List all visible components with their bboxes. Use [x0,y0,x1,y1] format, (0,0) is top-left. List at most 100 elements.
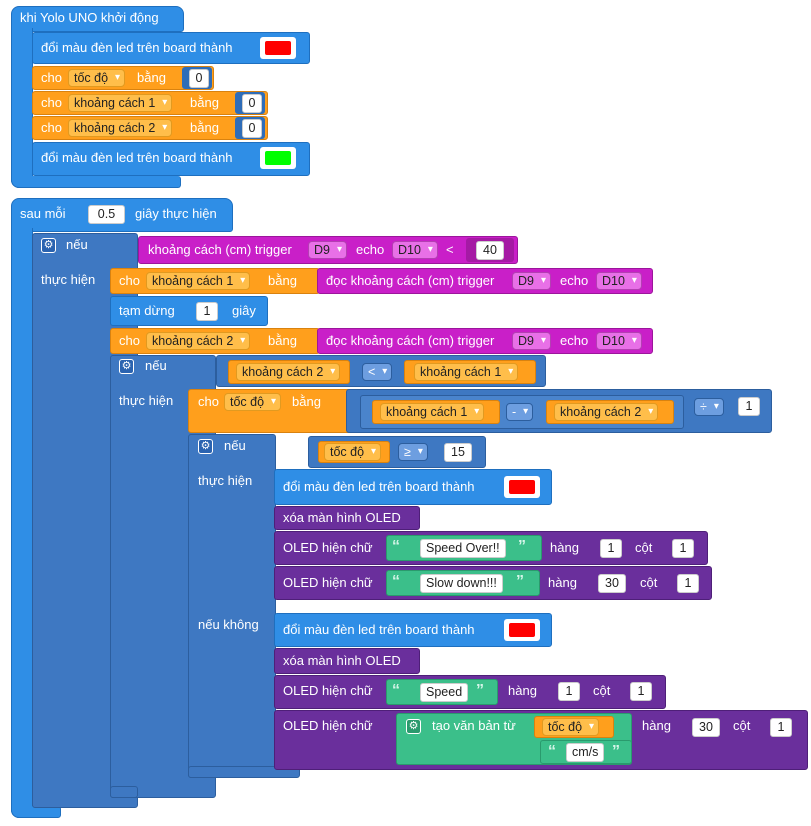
set-led-label: đổi màu đèn led trên board thành [41,40,233,55]
red-color-fill [265,41,291,55]
start-hat-block[interactable] [11,6,184,32]
var-speed-dropdown[interactable]: tốc độ [224,393,282,411]
oled-show-label: OLED hiện chữ [283,683,373,698]
gear-icon[interactable]: ⚙ [119,359,134,374]
divide-value[interactable]: 1 [738,397,760,416]
text-value[interactable]: Speed [420,683,469,702]
gear-icon[interactable]: ⚙ [406,719,421,734]
led-color-swatch-red[interactable] [504,476,540,498]
text-value[interactable]: Slow down!!! [420,574,503,593]
trigger-pin-dropdown[interactable]: D9 [308,241,347,259]
loop-interval-value[interactable]: 0.5 [88,205,125,224]
row-value[interactable]: 1 [600,539,622,558]
col-value[interactable]: 1 [770,718,792,737]
wait-label: tạm dừng [119,303,175,318]
row-label: hàng [550,540,579,555]
row-value[interactable]: 1 [558,682,580,701]
lt-operator-dropdown[interactable]: < [362,363,393,381]
eq-label: bằng [292,394,321,409]
clear-oled-block[interactable] [274,648,420,674]
var-speed-dropdown[interactable]: tốc độ [68,69,126,87]
if-label: nếu [145,358,167,373]
trigger-pin-dropdown[interactable]: D9 [512,332,551,350]
unit-text-value[interactable]: cm/s [566,743,605,762]
row-value[interactable]: 30 [598,574,626,593]
set-label: cho [198,394,219,409]
loop-prefix-label: sau mỗi [20,206,66,221]
clear-oled-label: xóa màn hình OLED [283,510,401,525]
led-color-swatch-red[interactable] [504,619,540,641]
var-distance2-dropdown[interactable]: khoảng cách 2 [554,403,659,421]
start-body-spine [11,28,33,188]
row-value[interactable]: 30 [692,718,720,737]
do-label: thực hiện [41,272,96,287]
eq-label: bằng [190,120,219,135]
sensor-label: khoảng cách (cm) trigger [148,242,292,257]
text-value[interactable]: Speed Over!! [420,539,506,558]
quote-close-icon: ” [518,538,526,555]
var-distance1-dropdown[interactable]: khoảng cách 1 [414,363,519,381]
led-color-swatch-green[interactable] [260,147,296,169]
echo-pin-dropdown[interactable]: D10 [392,241,438,259]
var-speed-dropdown[interactable]: tốc độ [324,443,382,461]
do-label: thực hiện [198,473,253,488]
gear-icon[interactable]: ⚙ [41,238,56,253]
set-label: cho [41,70,62,85]
row-label: hàng [508,683,537,698]
col-value[interactable]: 1 [630,682,652,701]
distance2-init-value[interactable]: 0 [242,119,262,138]
var-distance1-dropdown[interactable]: khoảng cách 1 [146,272,251,290]
row-label: hàng [548,575,577,590]
wait-unit-label: giây [232,303,256,318]
wait-block[interactable] [110,296,268,326]
var-distance2-dropdown[interactable]: khoảng cách 2 [146,332,251,350]
gear-icon[interactable]: ⚙ [198,439,213,454]
loop-suffix-label: giây thực hiện [135,206,217,221]
clear-oled-block[interactable] [274,506,420,530]
divide-operator-dropdown[interactable]: ÷ [694,398,724,416]
read-label: đọc khoảng cách (cm) trigger [326,273,495,288]
set-label: cho [119,273,140,288]
var-distance2-dropdown[interactable]: khoảng cách 2 [236,363,341,381]
quote-close-icon: ” [476,682,484,699]
gte-operator-dropdown[interactable]: ≥ [398,443,428,461]
set-label: cho [41,120,62,135]
echo-pin-dropdown[interactable]: D10 [596,332,642,350]
quote-open-icon: “ [392,538,400,555]
var-distance1-dropdown[interactable]: khoảng cách 1 [380,403,485,421]
col-value[interactable]: 1 [672,539,694,558]
var-distance2-dropdown[interactable]: khoảng cách 2 [68,119,173,137]
var-speed-dropdown[interactable]: tốc độ [542,718,600,736]
row-label: hàng [642,718,671,733]
set-led-label: đổi màu đèn led trên board thành [41,150,233,165]
threshold-value[interactable]: 40 [476,241,504,260]
speed-limit-value[interactable]: 15 [444,443,472,462]
distance1-init-value[interactable]: 0 [242,94,262,113]
red-color-fill [509,480,535,494]
text-join-label: tạo văn bản từ [432,718,516,733]
quote-close-icon: ” [612,743,620,760]
eq-label: bằng [137,70,166,85]
echo-label: echo [560,333,589,348]
foot-inner-if [110,786,138,798]
led-color-swatch-red[interactable] [260,37,296,59]
echo-pin-dropdown[interactable]: D10 [596,272,642,290]
start-hat-label: khi Yolo UNO khởi động [20,10,159,25]
red-color-fill [509,623,535,637]
read-label: đọc khoảng cách (cm) trigger [326,333,495,348]
start-foot [11,176,181,188]
col-label: cột [733,718,751,733]
trigger-pin-dropdown[interactable]: D9 [512,272,551,290]
minus-operator-dropdown[interactable]: - [506,403,534,421]
wait-value[interactable]: 1 [196,302,218,321]
foot-speed-if [188,766,300,778]
quote-open-icon: “ [392,682,400,699]
eq-label: bằng [268,273,297,288]
echo-label: echo [356,242,385,257]
set-led-label: đổi màu đèn led trên board thành [283,622,475,637]
col-value[interactable]: 1 [677,574,699,593]
var-distance1-dropdown[interactable]: khoảng cách 1 [68,94,173,112]
lt-op-label: < [446,242,454,257]
speed-init-value[interactable]: 0 [189,69,209,88]
if-else-block-speed[interactable] [188,434,276,778]
